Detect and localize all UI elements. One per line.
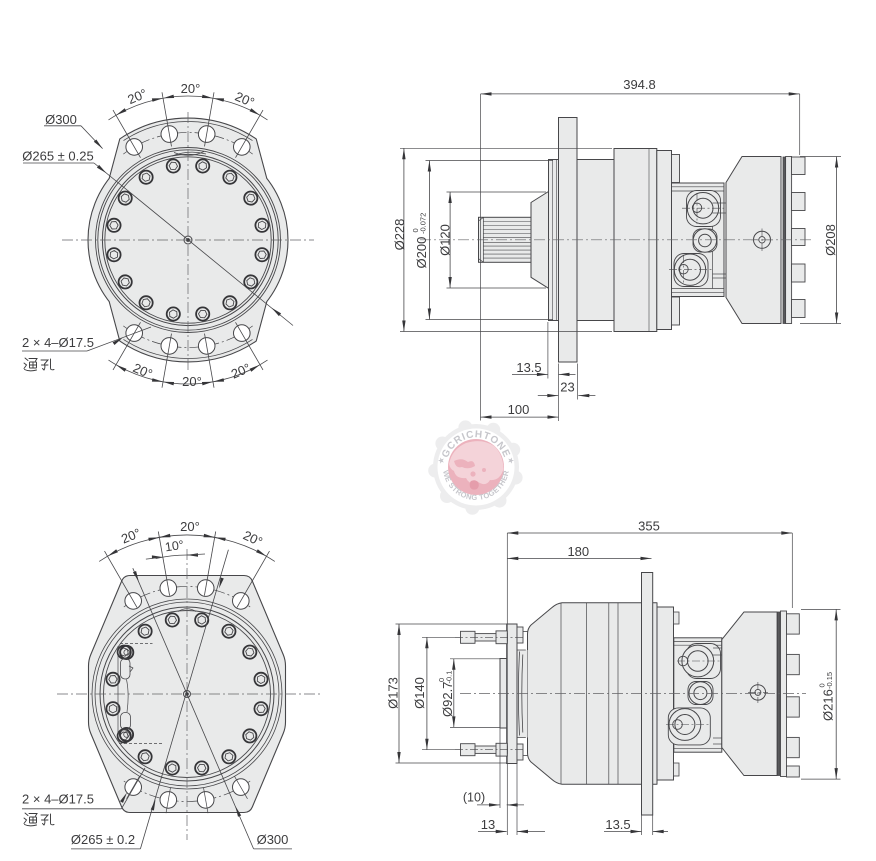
svg-text:20°: 20° (181, 81, 201, 96)
svg-text:13: 13 (481, 817, 495, 832)
svg-text:Ø173: Ø173 (386, 677, 401, 709)
svg-text:20°: 20° (182, 374, 202, 389)
svg-text:20°: 20° (119, 525, 143, 546)
svg-text:20°: 20° (180, 519, 200, 534)
svg-text:0: 0 (437, 678, 446, 682)
svg-text:Ø200: Ø200 (414, 237, 429, 269)
svg-text:Ø140: Ø140 (412, 677, 427, 709)
svg-text:10°: 10° (164, 538, 185, 554)
svg-text:20°: 20° (131, 360, 155, 381)
svg-text:13.5: 13.5 (605, 817, 630, 832)
svg-text:394.8: 394.8 (623, 77, 656, 92)
svg-text:-0.15: -0.15 (825, 672, 834, 689)
svg-text:23: 23 (560, 380, 574, 395)
svg-text:Ø216: Ø216 (821, 689, 836, 721)
svg-text:Ø208: Ø208 (823, 224, 838, 256)
svg-text:★: ★ (436, 455, 446, 466)
svg-text:Ø228: Ø228 (392, 219, 407, 251)
svg-text:(10): (10) (463, 791, 485, 805)
svg-text:180: 180 (567, 544, 589, 559)
svg-text:Ø92.7: Ø92.7 (440, 682, 455, 717)
svg-text:20°: 20° (229, 360, 253, 381)
svg-text:20°: 20° (233, 89, 257, 110)
svg-text:Ø265 ± 0.2: Ø265 ± 0.2 (71, 832, 135, 847)
svg-text:★: ★ (506, 455, 516, 466)
svg-text:20°: 20° (125, 86, 149, 107)
svg-text:Ø120: Ø120 (437, 224, 452, 256)
svg-text:2 × 4–Ø17.5: 2 × 4–Ø17.5 (22, 792, 94, 807)
svg-text:100: 100 (508, 402, 530, 417)
svg-text:13.5: 13.5 (516, 360, 541, 375)
svg-text:Ø265 ± 0.25: Ø265 ± 0.25 (22, 149, 93, 164)
svg-text:0: 0 (818, 683, 827, 687)
svg-text:-0.1: -0.1 (445, 671, 454, 684)
svg-text:355: 355 (638, 519, 660, 534)
svg-text:Ø300: Ø300 (257, 832, 289, 847)
svg-text:2 × 4–Ø17.5: 2 × 4–Ø17.5 (22, 335, 94, 350)
svg-text:0: 0 (411, 228, 420, 232)
svg-text:Ø300: Ø300 (45, 112, 77, 127)
svg-text:-0.072: -0.072 (418, 213, 427, 234)
